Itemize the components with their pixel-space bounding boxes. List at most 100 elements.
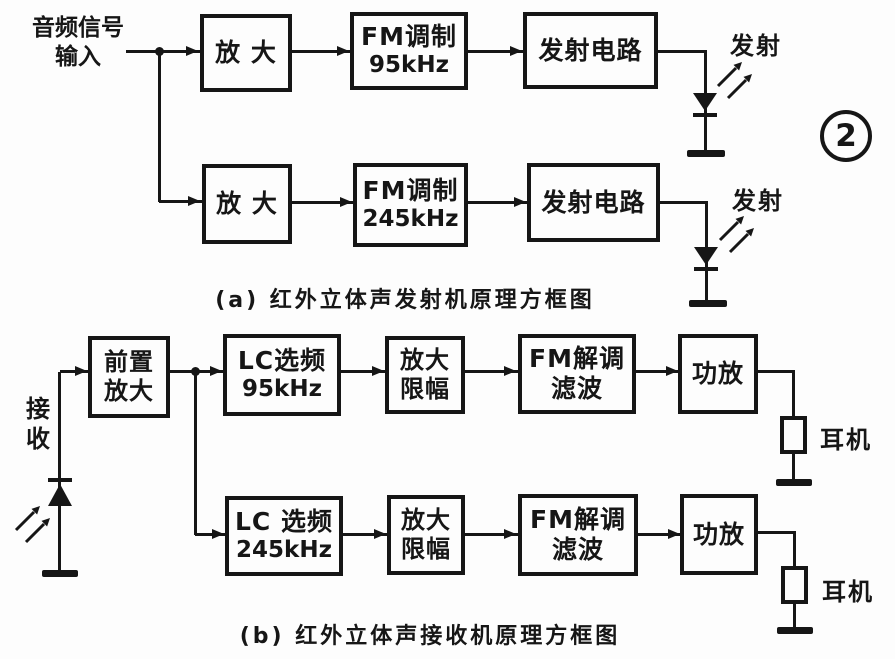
arrowhead (188, 196, 200, 206)
wire (60, 370, 88, 373)
wire (58, 372, 61, 574)
ground-icon (42, 570, 78, 577)
emit-label-1: 发射 (730, 32, 782, 60)
wire (292, 50, 350, 53)
audio-input-label: 音频信号 输入 (8, 14, 148, 72)
ground-icon (689, 300, 727, 307)
block-label: FM解调 (530, 505, 626, 534)
ground-icon (687, 150, 725, 157)
block-transmit-circuit-1: 发射电路 (523, 12, 658, 89)
photodiode-icon (48, 478, 72, 506)
block-label: 放大 (400, 346, 450, 375)
block-amplifier-2: 放 大 (202, 164, 292, 244)
wire (465, 533, 518, 536)
light-rays-icon (716, 62, 752, 100)
wire (292, 201, 353, 204)
block-lc-filter-1: LC选频 95kHz (223, 334, 341, 416)
junction-dot (191, 367, 200, 376)
block-label: 限幅 (401, 535, 451, 563)
arrowhead (210, 366, 222, 376)
block-fm-demod-2: FM解调 滤波 (518, 494, 638, 576)
arrowhead (504, 529, 516, 539)
block-fm-modulator-1: FM调制 95kHz (350, 12, 468, 90)
earphone-label-2: 耳机 (822, 578, 874, 606)
block-label: LC选频 (237, 346, 327, 376)
wire (468, 201, 527, 204)
earphone-icon (781, 566, 808, 604)
wire (792, 371, 795, 416)
figure-number-badge: 2 (820, 110, 872, 162)
block-frequency: 245kHz (362, 206, 459, 233)
earphone-label-1: 耳机 (820, 426, 872, 454)
block-power-amp-2: 功放 (680, 494, 758, 575)
block-label: 放大 (401, 506, 451, 535)
block-amplifier-1: 放 大 (200, 14, 292, 92)
arrowhead (372, 366, 384, 376)
caption-transmitter: (a) 红外立体声发射机原理方框图 (215, 288, 595, 313)
arrowhead (666, 366, 678, 376)
wire (195, 533, 225, 536)
wire (468, 50, 523, 53)
ground-icon (777, 627, 813, 634)
block-label: FM调制 (362, 176, 459, 206)
wire (194, 372, 197, 535)
arrowhead (340, 197, 352, 207)
arrowhead (668, 529, 680, 539)
block-label: 放 大 (216, 189, 278, 218)
light-rays-icon (718, 216, 754, 254)
arrowhead (514, 197, 526, 207)
block-label: 功放 (692, 519, 745, 549)
audio-input-line2: 输入 (55, 43, 101, 70)
audio-input-line1: 音频信号 (32, 15, 124, 41)
block-amp-limiter-2: 放大 限幅 (387, 495, 465, 575)
block-power-amp-1: 功放 (678, 334, 758, 414)
block-preamp: 前置 放大 (88, 336, 170, 418)
block-label: 前置 (104, 348, 154, 377)
block-label: 滤波 (551, 535, 604, 564)
wire (793, 532, 796, 566)
receive-label-line2: 收 (26, 425, 50, 453)
wire (758, 370, 795, 373)
wire (465, 370, 518, 373)
block-fm-demod-1: FM解调 滤波 (518, 334, 636, 414)
arrowhead (337, 46, 349, 56)
block-label: 功放 (691, 359, 744, 388)
wire (636, 370, 680, 373)
wire (158, 51, 161, 202)
block-frequency: 95kHz (369, 52, 449, 79)
arrowhead (504, 366, 516, 376)
block-amp-limiter-1: 放大 限幅 (385, 336, 465, 414)
ground-icon (776, 479, 812, 486)
arrowhead (510, 46, 522, 56)
earphone-icon (780, 416, 807, 454)
figure-number: 2 (835, 118, 857, 154)
led-icon (694, 247, 718, 271)
arrowhead (186, 46, 198, 56)
block-fm-modulator-2: FM调制 245kHz (353, 163, 468, 247)
caption-receiver: (b) 红外立体声接收机原理方框图 (239, 624, 621, 649)
light-rays-icon (14, 506, 50, 544)
block-label: 放 大 (215, 38, 277, 67)
block-label: 滤波 (550, 374, 603, 403)
wire (341, 370, 387, 373)
block-label: 发射电路 (541, 187, 646, 217)
wire (658, 50, 707, 53)
block-label: 发射电路 (538, 35, 643, 65)
wire (793, 604, 796, 628)
wire (660, 201, 708, 204)
wire (758, 531, 796, 534)
block-frequency: 245kHz (236, 537, 332, 564)
block-label: FM调制 (361, 22, 457, 52)
block-lc-filter-2: LC 选频 245kHz (225, 496, 343, 576)
arrowhead (75, 366, 87, 376)
block-label: LC 选频 (235, 507, 333, 537)
arrowhead (374, 529, 386, 539)
block-label: 限幅 (400, 375, 450, 403)
block-frequency: 95kHz (242, 376, 322, 403)
block-label: 放大 (104, 377, 154, 405)
block-label: FM解调 (529, 344, 625, 373)
receive-label-line1: 接 (26, 395, 50, 423)
led-icon (693, 93, 717, 117)
wire (159, 200, 202, 203)
